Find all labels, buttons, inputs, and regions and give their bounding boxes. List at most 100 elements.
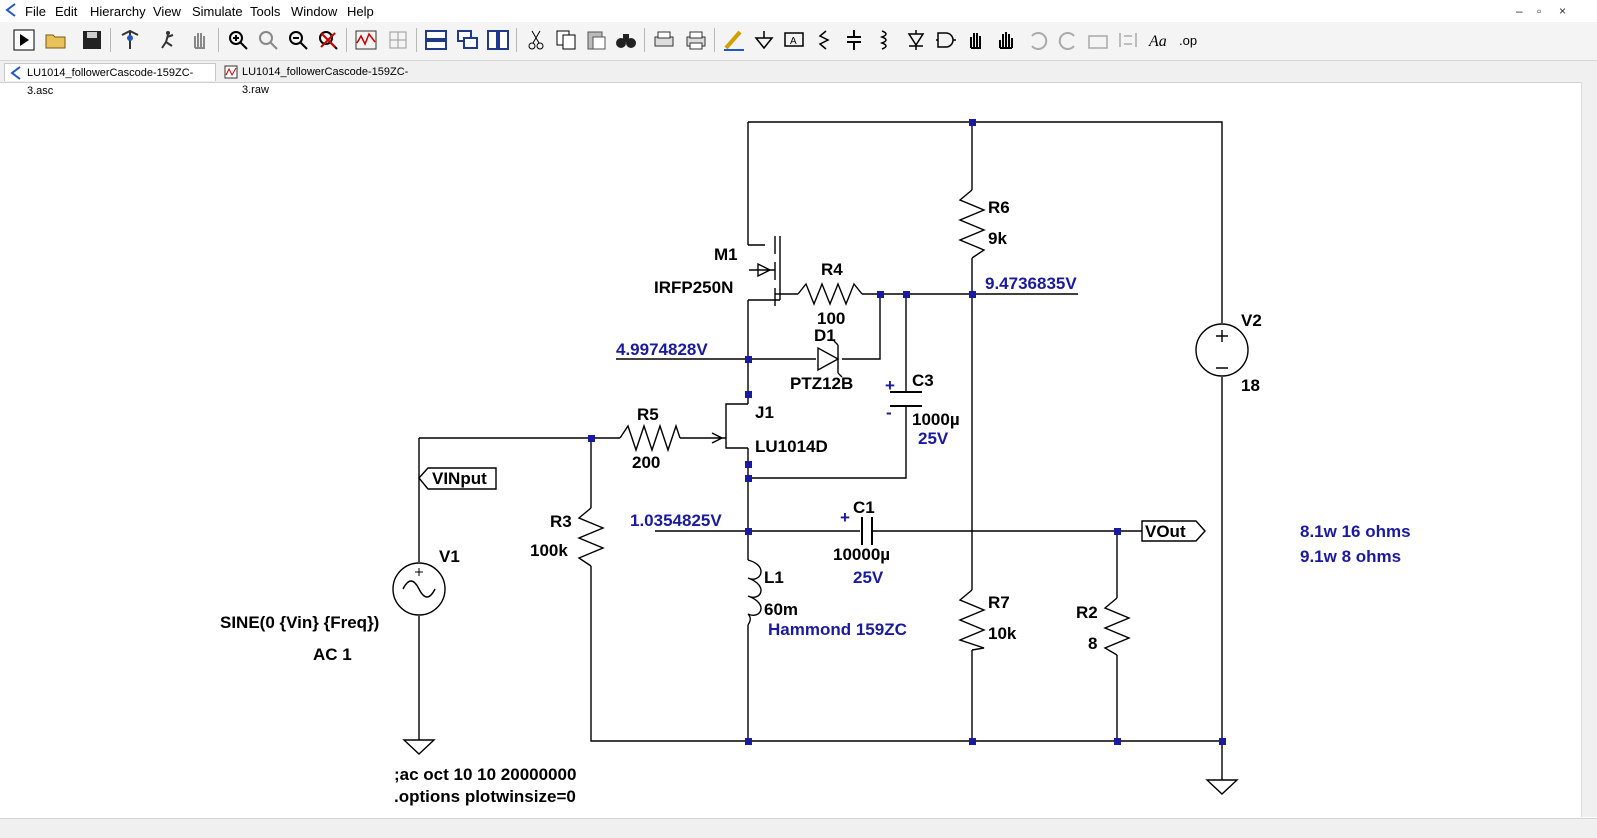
inductor-icon[interactable]: [872, 28, 896, 52]
spice-directive-icon[interactable]: .op: [1178, 28, 1202, 52]
halt-icon[interactable]: [156, 28, 180, 52]
menu-tools[interactable]: Tools: [250, 4, 281, 19]
c3-rating: 25V: [918, 429, 949, 448]
component-icon[interactable]: [934, 28, 958, 52]
menu-window[interactable]: Window: [291, 4, 338, 19]
r4-name: R4: [821, 260, 843, 279]
cascade-icon[interactable]: [456, 28, 480, 52]
menu-simulate[interactable]: Simulate: [192, 4, 243, 19]
mosfet-m1[interactable]: [748, 236, 781, 306]
print-icon[interactable]: [684, 28, 708, 52]
cut-icon[interactable]: [524, 28, 548, 52]
tile-horizontal-icon[interactable]: [424, 28, 448, 52]
wires[interactable]: [418, 121, 1223, 780]
zoom-in-icon[interactable]: [226, 28, 250, 52]
resistor-r6[interactable]: [958, 189, 986, 259]
schematic-canvas[interactable]: M1 IRFP250N R4 100 R6 9k 9.4736835V D1 P…: [0, 82, 1581, 818]
r7-name: R7: [988, 593, 1010, 612]
menu-file[interactable]: File: [25, 4, 46, 19]
pan-icon[interactable]: [188, 28, 212, 52]
menu-view[interactable]: View: [153, 4, 181, 19]
drag-icon[interactable]: [994, 28, 1018, 52]
c1-rating: 25V: [853, 568, 884, 587]
document-tab-bar: LU1014_followerCascode-159ZC-3.asc LU101…: [0, 61, 1597, 97]
zoom-fit-icon[interactable]: [256, 28, 280, 52]
waveform-icon[interactable]: [354, 28, 378, 52]
copy-icon[interactable]: [554, 28, 578, 52]
minimize-button[interactable]: –: [1516, 4, 1523, 18]
v1-name: V1: [439, 547, 460, 566]
note-line-1: 8.1w 16 ohms: [1300, 522, 1411, 541]
jfet-j1[interactable]: [711, 403, 748, 449]
menu-edit[interactable]: Edit: [55, 4, 78, 19]
tab-schematic[interactable]: LU1014_followerCascode-159ZC-3.asc: [4, 63, 216, 97]
text-icon[interactable]: Aa: [1148, 28, 1172, 52]
control-panel-icon[interactable]: [118, 28, 142, 52]
ltspice-app-icon: [5, 3, 16, 17]
r5-value: 200: [632, 453, 660, 472]
close-button[interactable]: ×: [1559, 4, 1567, 18]
undo-icon[interactable]: [1026, 28, 1050, 52]
move-icon[interactable]: [964, 28, 988, 52]
diode-icon[interactable]: [904, 28, 928, 52]
r5-name: R5: [637, 405, 659, 424]
schematic-icon: [10, 66, 21, 80]
v1-ac: AC 1: [313, 645, 352, 664]
c3-name: C3: [912, 371, 934, 390]
svg-text:.op: .op: [1179, 33, 1197, 48]
paste-icon[interactable]: [584, 28, 608, 52]
mirror-icon[interactable]: [1116, 28, 1140, 52]
save-icon[interactable]: [80, 28, 104, 52]
capacitor-c1[interactable]: [861, 517, 873, 545]
inductor-l1[interactable]: [747, 559, 762, 626]
waveform-icon: [224, 65, 238, 79]
resistor-r4[interactable]: [797, 282, 863, 306]
vout-net-flag[interactable]: [1141, 520, 1206, 542]
r7-value: 10k: [988, 624, 1017, 643]
c3-minus: -: [886, 403, 892, 422]
vout-net-label: VOut: [1145, 522, 1186, 541]
ground-icon[interactable]: [752, 28, 776, 52]
resistor-r7[interactable]: [958, 589, 986, 651]
r3-name: R3: [550, 512, 572, 531]
rotate-icon[interactable]: [1086, 28, 1110, 52]
open-icon[interactable]: [44, 28, 68, 52]
tab-waveform[interactable]: LU1014_followerCascode-159ZC-3.raw: [220, 63, 432, 96]
find-icon[interactable]: [614, 28, 638, 52]
print-setup-icon[interactable]: [652, 28, 676, 52]
tile-vertical-icon[interactable]: [486, 28, 510, 52]
cancel-zoom-icon[interactable]: [316, 28, 340, 52]
m1-value: IRFP250N: [654, 278, 733, 297]
tab-label: LU1014_followerCascode-159ZC-3.raw: [242, 66, 409, 96]
junction-dots: [588, 119, 1226, 745]
resistor-r3[interactable]: [577, 507, 605, 567]
capacitor-icon[interactable]: [842, 28, 866, 52]
zener-diode-d1[interactable]: [817, 340, 843, 378]
resistor-r2[interactable]: [1103, 597, 1131, 656]
svg-text:Aa: Aa: [1148, 33, 1167, 50]
capacitor-c3[interactable]: [890, 391, 922, 407]
ground-symbol-main[interactable]: [1205, 779, 1239, 795]
spice-directive-options[interactable]: .options plotwinsize=0: [394, 787, 576, 806]
menu-bar: File Edit Hierarchy View Simulate Tools …: [0, 0, 1597, 23]
vertical-scrollbar[interactable]: [1581, 82, 1597, 817]
resistor-icon[interactable]: [812, 28, 836, 52]
spice-directive-ac[interactable]: ;ac oct 10 10 20000000: [394, 765, 576, 784]
status-bar: [0, 818, 1597, 838]
ground-symbol-v1[interactable]: [402, 739, 436, 755]
run-icon[interactable]: [12, 28, 36, 52]
vinput-net-label: VINput: [432, 469, 487, 488]
menu-hierarchy[interactable]: Hierarchy: [90, 4, 146, 19]
autorange-icon[interactable]: [386, 28, 410, 52]
vinput-net-flag[interactable]: [418, 467, 497, 490]
voltage-source-v1[interactable]: [392, 562, 446, 616]
resistor-r5[interactable]: [619, 423, 681, 453]
zoom-out-icon[interactable]: [286, 28, 310, 52]
label-net-icon[interactable]: A: [782, 28, 806, 52]
voltage-source-v2[interactable]: [1195, 323, 1249, 377]
draw-wire-icon[interactable]: [722, 28, 746, 52]
restore-button[interactable]: ▫: [1537, 4, 1542, 18]
redo-icon[interactable]: [1056, 28, 1080, 52]
menu-help[interactable]: Help: [347, 4, 374, 19]
svg-text:A: A: [790, 36, 797, 47]
